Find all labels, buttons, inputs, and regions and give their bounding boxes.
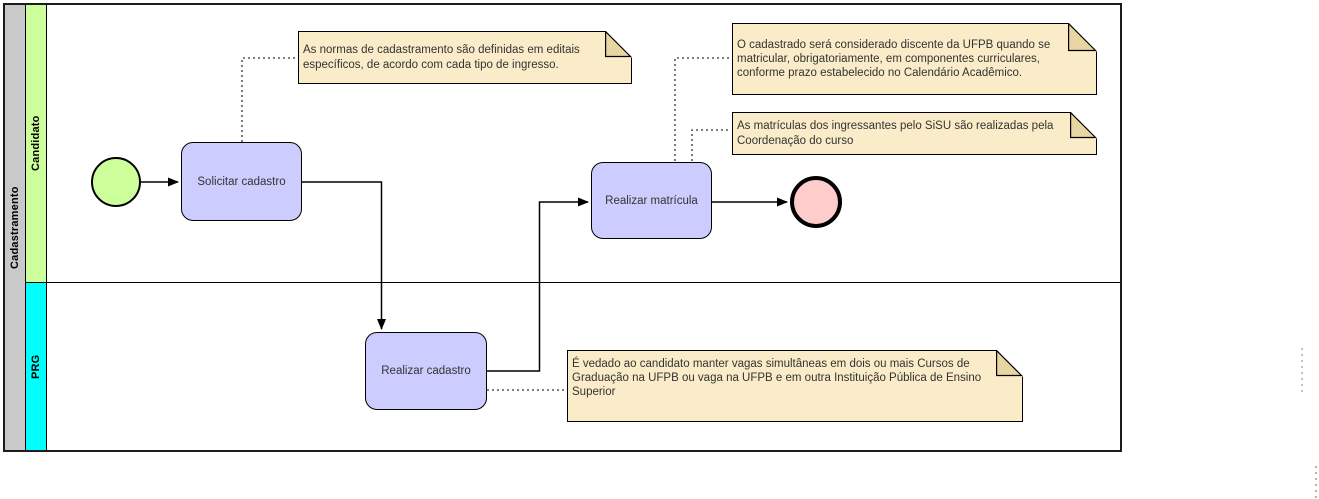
lane-header-candidato: Candidato: [26, 5, 47, 283]
task-realizar-cadastro[interactable]: Realizar cadastro: [365, 332, 487, 410]
task-realizar-matricula[interactable]: Realizar matrícula: [591, 162, 712, 239]
task-solicitar-cadastro[interactable]: Solicitar cadastro: [181, 142, 302, 221]
end-event[interactable]: [790, 176, 842, 228]
annotation-text: É vedado ao candidato manter vagas simul…: [572, 358, 982, 399]
annotation-text: O cadastrado será considerado discente d…: [737, 38, 1051, 79]
pool-header: Cadastramento: [5, 5, 26, 450]
pool-title: Cadastramento: [9, 186, 21, 269]
task-label: Realizar cadastro: [381, 365, 471, 377]
folded-corner-icon: [996, 350, 1023, 377]
annotation-text: As normas de cadastramento são definidas…: [303, 44, 580, 71]
task-label: Realizar matrícula: [605, 194, 698, 207]
lane-title-prg: PRG: [30, 354, 42, 379]
start-event[interactable]: [91, 157, 141, 207]
folded-corner-icon: [1068, 23, 1097, 52]
annotation-note-normas[interactable]: As normas de cadastramento são definidas…: [298, 31, 632, 84]
folded-corner-icon: [1070, 112, 1097, 139]
lane-title-candidato: Candidato: [30, 115, 42, 172]
lane-header-prg: PRG: [26, 283, 47, 450]
folded-corner-icon: [605, 31, 632, 58]
annotation-note-discente[interactable]: O cadastrado será considerado discente d…: [732, 23, 1097, 95]
annotation-note-sisu[interactable]: As matrículas dos ingressantes pelo SiSU…: [732, 112, 1097, 155]
lane-divider: [47, 282, 1120, 283]
annotation-text: As matrículas dos ingressantes pelo SiSU…: [737, 120, 1054, 147]
task-label: Solicitar cadastro: [197, 175, 286, 188]
annotation-note-vagas[interactable]: É vedado ao candidato manter vagas simul…: [567, 350, 1023, 422]
